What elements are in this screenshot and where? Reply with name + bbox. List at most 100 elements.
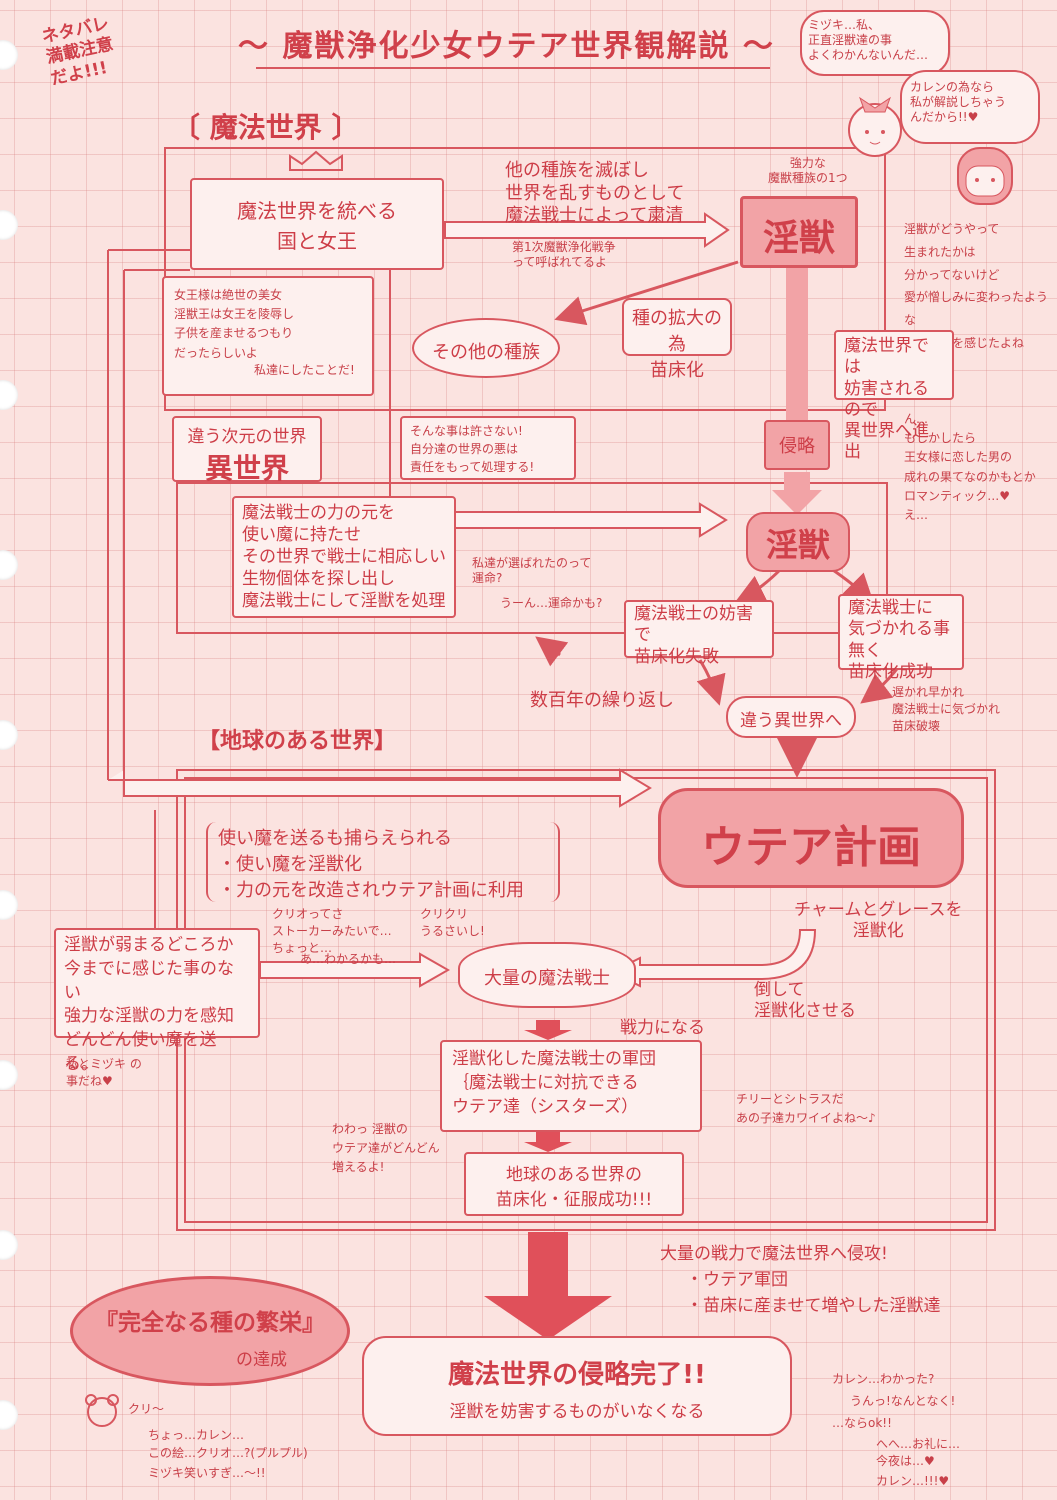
other-world-label-box: 違う次元の世界 異世界 (172, 416, 322, 485)
invade-item: ・ウテア軍団 (686, 1270, 788, 1290)
success-text: 魔法戦士に 気づかれる事無く 苗床化成功 (848, 598, 950, 682)
us-note: 私とミヅキ の 事だね♥ (66, 1057, 142, 1088)
binder-hole (0, 1060, 18, 1090)
romantic-note: ん… もしかしたら 王女様に恋した男の 成れの果てなのかもとか ロマンティック…… (904, 412, 1036, 522)
prosperity-bubble: 『完全なる種の繁栄』 (70, 1276, 350, 1386)
earth-label: 【地球のある世界】 (198, 729, 397, 754)
sense-text: 淫獣が弱まるどころか 今までに感じた事のない 強力な淫獣の力を感知 どんどん使い… (64, 935, 234, 1074)
bottom-right-line: へへ…お礼に… 今夜は…♥ (876, 1437, 961, 1468)
bottom-left-line: クリ〜 (128, 1402, 165, 1416)
bottom-left-line: ちょっ…カレン… この絵…クリオ…?(プルプル) (148, 1428, 308, 1460)
binder-hole (0, 1230, 18, 1260)
invade-title: 大量の戦力で魔法世界へ侵攻! (660, 1244, 888, 1264)
army-box: 淫獣化した魔法戦士の軍団 ｛魔法戦士に対抗できる ウテア達（シスターズ） (440, 1040, 702, 1132)
bottom-left-line: ミヅキ笑いすぎ…〜!! (148, 1466, 266, 1480)
other-races-ellipse: その他の種族 (412, 318, 560, 378)
captured-item: ・使い魔を淫獣化 (218, 854, 362, 875)
invade-item: ・苗床に産ませて増やした淫獣達 (686, 1296, 941, 1316)
injuu-label: 淫獣 (762, 218, 835, 259)
binder-hole (0, 380, 18, 410)
complete-burst: 魔法世界の侵略完了!! 淫獣を妨害するものがいなくなる (362, 1336, 792, 1436)
breeding-label: 種の拡大の為 苗床化 (632, 308, 722, 381)
karen-line: カレンの為なら 私が解説しちゃう んだから!!♥ (910, 80, 1007, 124)
queen-note-box: 女王様は絶世の美女 淫獣王は女王を陵辱し 子供を産ませるつもり だったらしいよ … (162, 276, 374, 396)
utea-plan-label: ウテア計画 (701, 822, 921, 873)
injuu2-label: 淫獣 (765, 526, 830, 564)
war-power-note: 戦力になる (620, 1018, 705, 1038)
many-warriors-label: 大量の魔法戦士 (484, 968, 610, 989)
kurikuri-note: クリクリ うるさいし! (420, 907, 485, 938)
binder-hole (0, 40, 18, 70)
captured-title: 使い魔を送るも捕らえられる (218, 828, 452, 849)
warrior-plan-box: 魔法戦士の力の元を 使い魔に持たせ その世界で戦士に相応しい 生物個体を探し出し… (232, 496, 456, 618)
wow-note: わわっ 淫獣の ウテア達がどんどん 増えるよ! (332, 1122, 440, 1175)
prosperity-label: 『完全なる種の繁栄』 (95, 1310, 325, 1336)
magic-world-label: 〔 魔法世界 〕 (172, 111, 360, 144)
injuu-box: 淫獣 (740, 196, 858, 268)
complete-label: 魔法世界の侵略完了!! (448, 1360, 706, 1390)
fail-box: 魔法戦士の妨害で 苗床化失敗 (624, 600, 774, 667)
complete-sub: 淫獣を妨害するものがいなくなる (449, 1402, 705, 1422)
bottom-right-line: うんっ!なんとなく! (850, 1394, 956, 1408)
speech-bubble-mizuki: ミヅキ…私、 正直淫獣達の事 よくわかんないんだ… (800, 10, 950, 76)
binder-hole (0, 890, 18, 920)
breeding-box: 種の拡大の為 苗床化 (622, 298, 732, 381)
stalker-note: クリオってさ ストーカーみたいで… ちょっと… (272, 907, 392, 955)
success-box: 魔法戦士に 気づかれる事無く 苗床化成功 (838, 594, 964, 682)
other-races-label: その他の種族 (432, 342, 540, 363)
binder-hole (0, 1400, 18, 1430)
achieve-label: の達成 (236, 1350, 287, 1370)
next-world-label: 違う異世界へ (740, 711, 842, 731)
sooner-note: 遅かれ早かれ 魔法戦士に気づかれ 苗床破壊 (892, 685, 1001, 733)
page-title: 〜 魔獣浄化少女ウテア世界観解説 〜 (238, 29, 775, 64)
queen-note-tag: 私達にしたことだ! (254, 362, 355, 377)
other-world-label-small: 違う次元の世界 (187, 427, 307, 447)
purge-text: 他の種族を滅ぼし 世界を乱すものとして 魔法戦士によって粛清 (505, 160, 685, 226)
invasion-label: 侵略 (779, 436, 815, 457)
captured-bracket: 使い魔を送るも捕らえられる ・使い魔を淫獣化 ・力の元を改造されウテア計画に利用 (206, 822, 560, 902)
bear-doodle-icon (85, 1394, 119, 1427)
bottom-right-line: カレン…わかった? (832, 1372, 935, 1386)
utea-plan-box: ウテア計画 (658, 788, 964, 888)
warrior-plan-text: 魔法戦士の力の元を 使い魔に持たせ その世界で戦士に相応しい 生物個体を探し出し… (242, 503, 446, 612)
conquer-box: 地球のある世界の 苗床化・征服成功!!! (464, 1152, 684, 1216)
resolve-box: そんな事は許さない! 自分達の世界の悪は 責任をもって処理する! (400, 416, 576, 480)
charm-grace-note: チャームとグレースを 淫獣化 (794, 900, 963, 942)
origin-note: 淫獣がどうやって 生まれたかは 分かってないけど 愛が憎しみに変わったような 強… (904, 222, 1049, 350)
resolve-text: そんな事は許さない! 自分達の世界の悪は 責任をもって処理する! (410, 424, 535, 474)
mizuki-line: ミヅキ…私、 正直淫獣達の事 よくわかんないんだ… (808, 18, 929, 62)
many-warriors-burst: 大量の魔法戦士 (458, 942, 636, 1008)
cherry-note: チリーとシトラスだ あの子達カワイイよね〜♪ (736, 1092, 876, 1126)
bottom-right-line: …ならok!! (832, 1416, 892, 1430)
fail-text: 魔法戦士の妨害で 苗床化失敗 (634, 604, 753, 667)
conquer-text: 地球のある世界の 苗床化・征服成功!!! (495, 1165, 653, 1210)
race-note: 強力な 魔獣種族の1つ (768, 156, 848, 185)
binder-hole (0, 720, 18, 750)
other-world-label-big: 異世界 (204, 452, 289, 485)
queen-note: 女王様は絶世の美女 淫獣王は女王を陵辱し 子供を産ませるつもり だったらしいよ (174, 288, 295, 360)
fate-note: 私達が選ばれたのって 運命? (472, 556, 592, 585)
hindered-box: 魔法世界では 妨害されるので 異世界へ進出 (834, 330, 954, 462)
crown-icon (289, 150, 343, 171)
repeat-label: 数百年の繰り返し (530, 690, 674, 711)
ribbon-girl-icon (848, 96, 902, 157)
hindered-text: 魔法世界では 妨害されるので 異世界へ進出 (844, 336, 929, 463)
binder-hole (0, 210, 18, 240)
army-text: 淫獣化した魔法戦士の軍団 ｛魔法戦士に対抗できる ウテア達（シスターズ） (452, 1049, 656, 1117)
binder-hole (0, 550, 18, 580)
queen-box: 魔法世界を統べる 国と女王 (190, 178, 444, 270)
queen-box-text: 魔法世界を統べる 国と女王 (237, 199, 397, 253)
sense-box: 淫獣が弱まるどころか 今までに感じた事のない 強力な淫獣の力を感知 どんどん使い… (54, 928, 260, 1074)
war-note: 第1次魔獣浄化戦争 って呼ばれてるよ (512, 240, 616, 269)
injuu2-box: 淫獣 (746, 512, 850, 572)
next-world-bubble: 違う異世界へ (726, 696, 856, 738)
invasion-burst: 侵略 (764, 420, 830, 470)
defeat-note: 倒して 淫獣化させる (754, 980, 856, 1022)
speech-bubble-karen: カレンの為なら 私が解説しちゃう んだから!!♥ (900, 70, 1040, 144)
fate-note-2: うーん…運命かも? (500, 596, 603, 610)
stalker-note-2: あ…わかるかも… (300, 952, 397, 966)
bangs-girl-icon (957, 147, 1013, 205)
bottom-right-line: カレン…!!!♥ (876, 1474, 950, 1488)
